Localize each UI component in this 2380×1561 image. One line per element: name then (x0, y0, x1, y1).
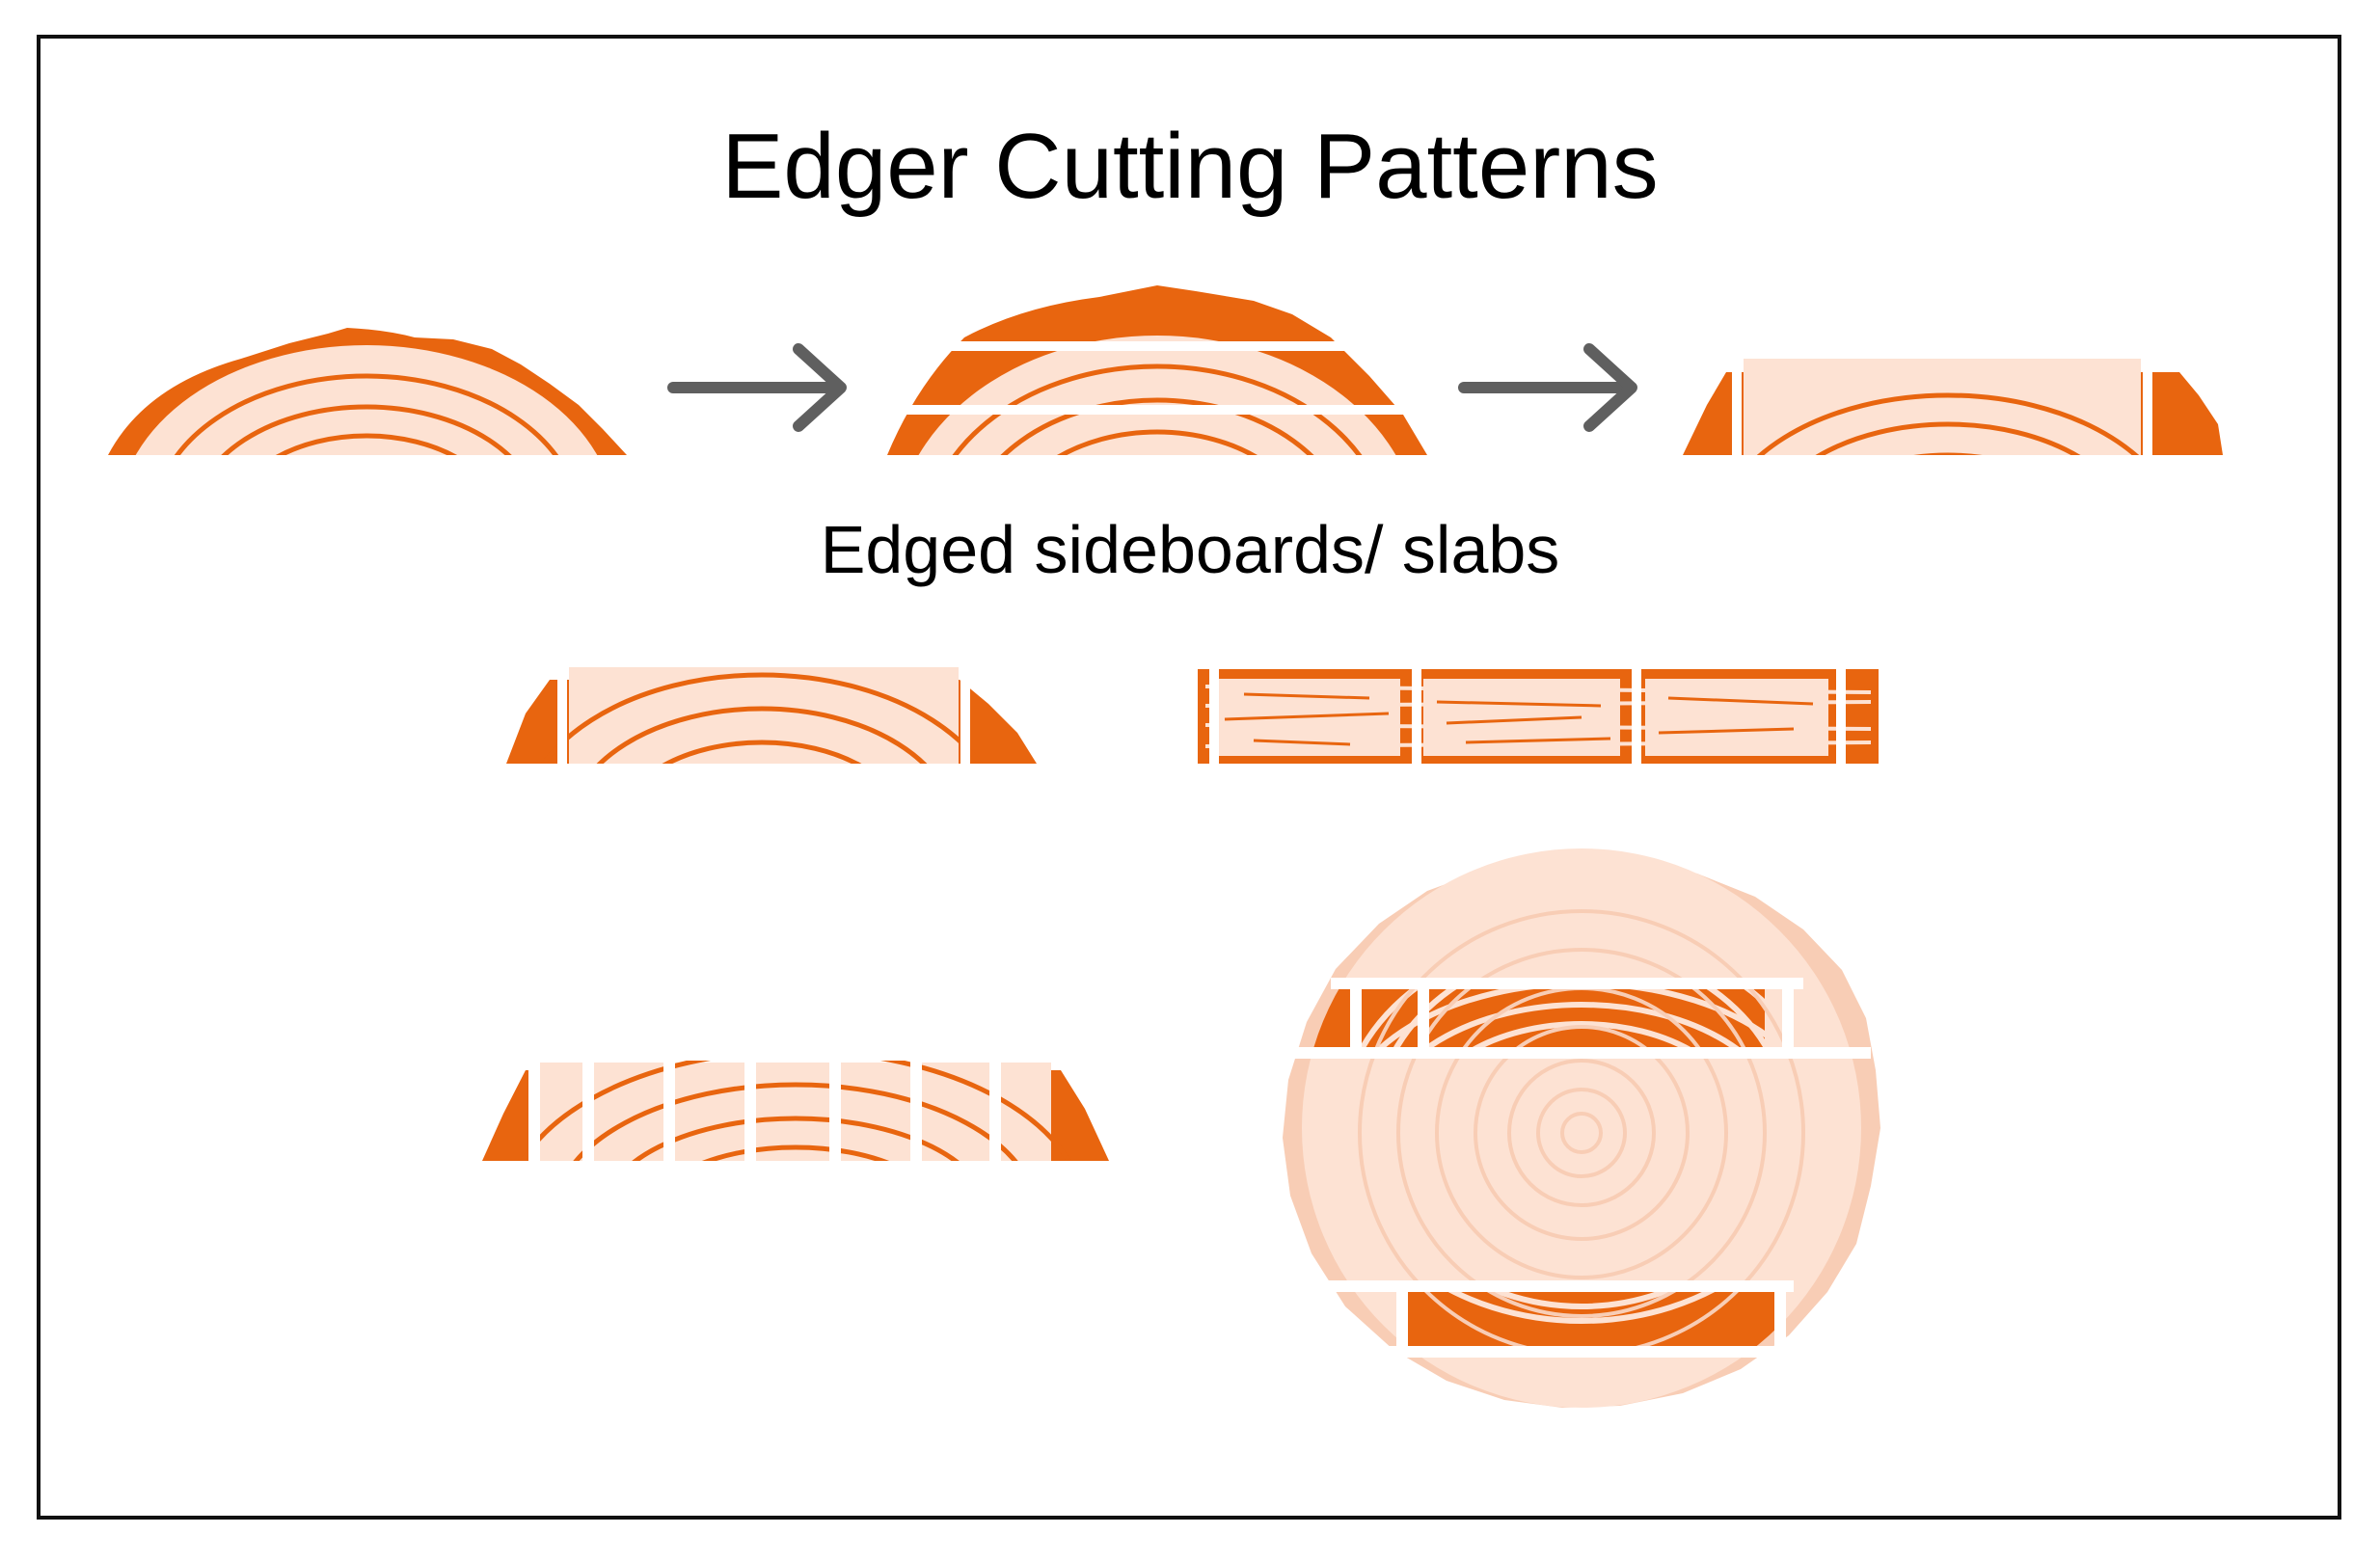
half-log-with-cuts (868, 285, 1447, 455)
diagram-subtitle: Edged sideboards/ slabs (820, 512, 1560, 587)
edged-cant (1683, 347, 2223, 455)
sawn-boards (1198, 665, 1879, 766)
diagram-frame (37, 35, 2341, 1520)
right-arrow-icon (667, 343, 847, 432)
right-arrow-icon (1458, 343, 1637, 432)
full-log-cross-section (1283, 848, 1880, 1408)
board-sections (482, 1061, 1109, 1161)
half-log (108, 328, 627, 455)
diagram-title: Edger Cutting Patterns (721, 115, 1659, 218)
edged-half-log (506, 665, 1037, 764)
